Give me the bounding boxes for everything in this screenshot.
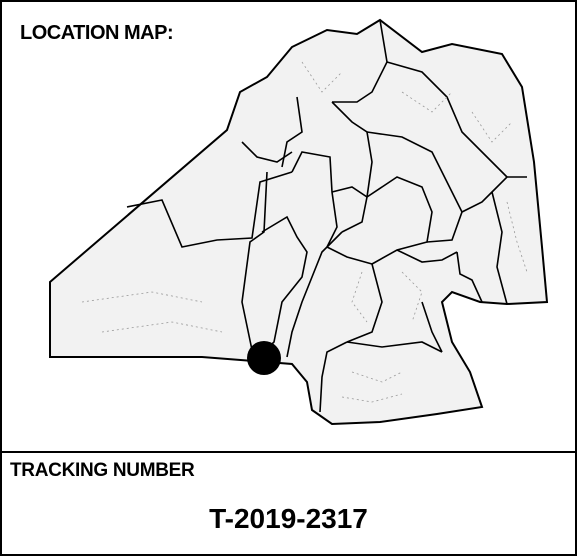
tracking-number-label: TRACKING NUMBER [10, 460, 195, 481]
map-title: LOCATION MAP: [20, 22, 174, 44]
county-map [49, 18, 549, 426]
minor-boundaries [81, 61, 528, 403]
district-boundaries [126, 19, 527, 413]
tracking-number-value: T-2019-2317 [209, 503, 368, 534]
location-dot-icon [247, 341, 281, 375]
county-outline [49, 18, 549, 426]
map-panel: LOCATION MAP: [2, 2, 575, 453]
